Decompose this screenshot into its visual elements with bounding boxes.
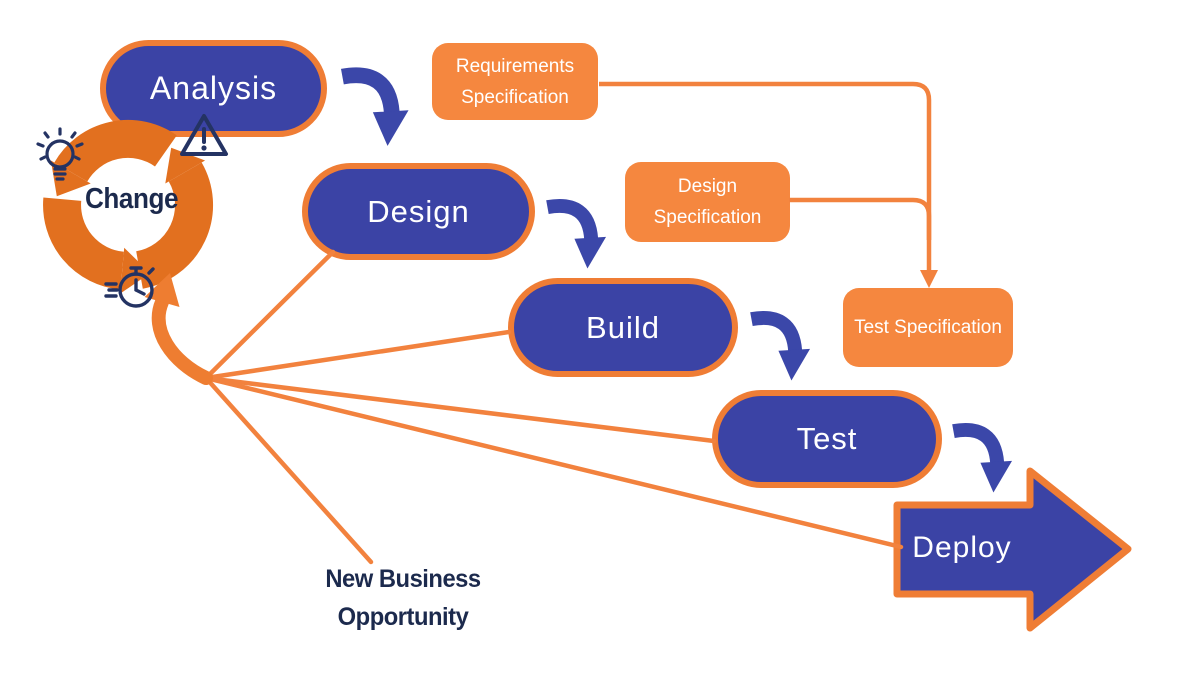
lightbulb-icon — [36, 126, 88, 195]
fan-line-to-test — [203, 375, 717, 444]
spec-box-design: Design Specification — [625, 162, 790, 242]
stage-pill-build: Build — [508, 278, 738, 377]
stage-label-build: Build — [586, 309, 660, 345]
flow-arrow-design-build-icon — [546, 199, 607, 269]
connector-design-to-testspec — [789, 197, 932, 240]
new-business-opportunity-label: New Business Opportunity — [294, 560, 513, 636]
stopwatch-icon — [100, 258, 164, 319]
stage-label-test: Test — [796, 421, 858, 456]
flow-arrow-test-deploy-icon — [952, 423, 1013, 493]
spec-label-requirements: Requirements Specification — [455, 55, 575, 108]
flow-arrow-build-test-icon — [750, 311, 811, 381]
stage-label-deploy: Deploy — [912, 531, 1012, 564]
connector-arrowhead-icon — [920, 270, 938, 288]
fan-line-to-build — [203, 329, 512, 381]
stage-label-design: Design — [367, 193, 470, 229]
spec-box-requirements: Requirements Specification — [432, 43, 598, 120]
change-label: Change — [85, 183, 179, 215]
warning-icon — [176, 110, 232, 167]
fan-line-to-design — [203, 249, 336, 381]
spec-label-design: Design Specification — [653, 176, 762, 228]
stage-label-analysis: Analysis — [149, 70, 278, 106]
stage-pill-test: Test — [712, 390, 942, 488]
spec-box-test: Test Specification — [843, 288, 1013, 367]
stage-pill-design: Design — [302, 163, 535, 260]
nbo-line-1: New Business — [325, 565, 481, 593]
flow-arrow-analysis-design-icon — [340, 67, 409, 146]
nbo-line-2: Opportunity — [337, 603, 469, 631]
spec-label-test: Test Specification — [854, 317, 1002, 338]
fan-line-to-label — [203, 375, 374, 565]
